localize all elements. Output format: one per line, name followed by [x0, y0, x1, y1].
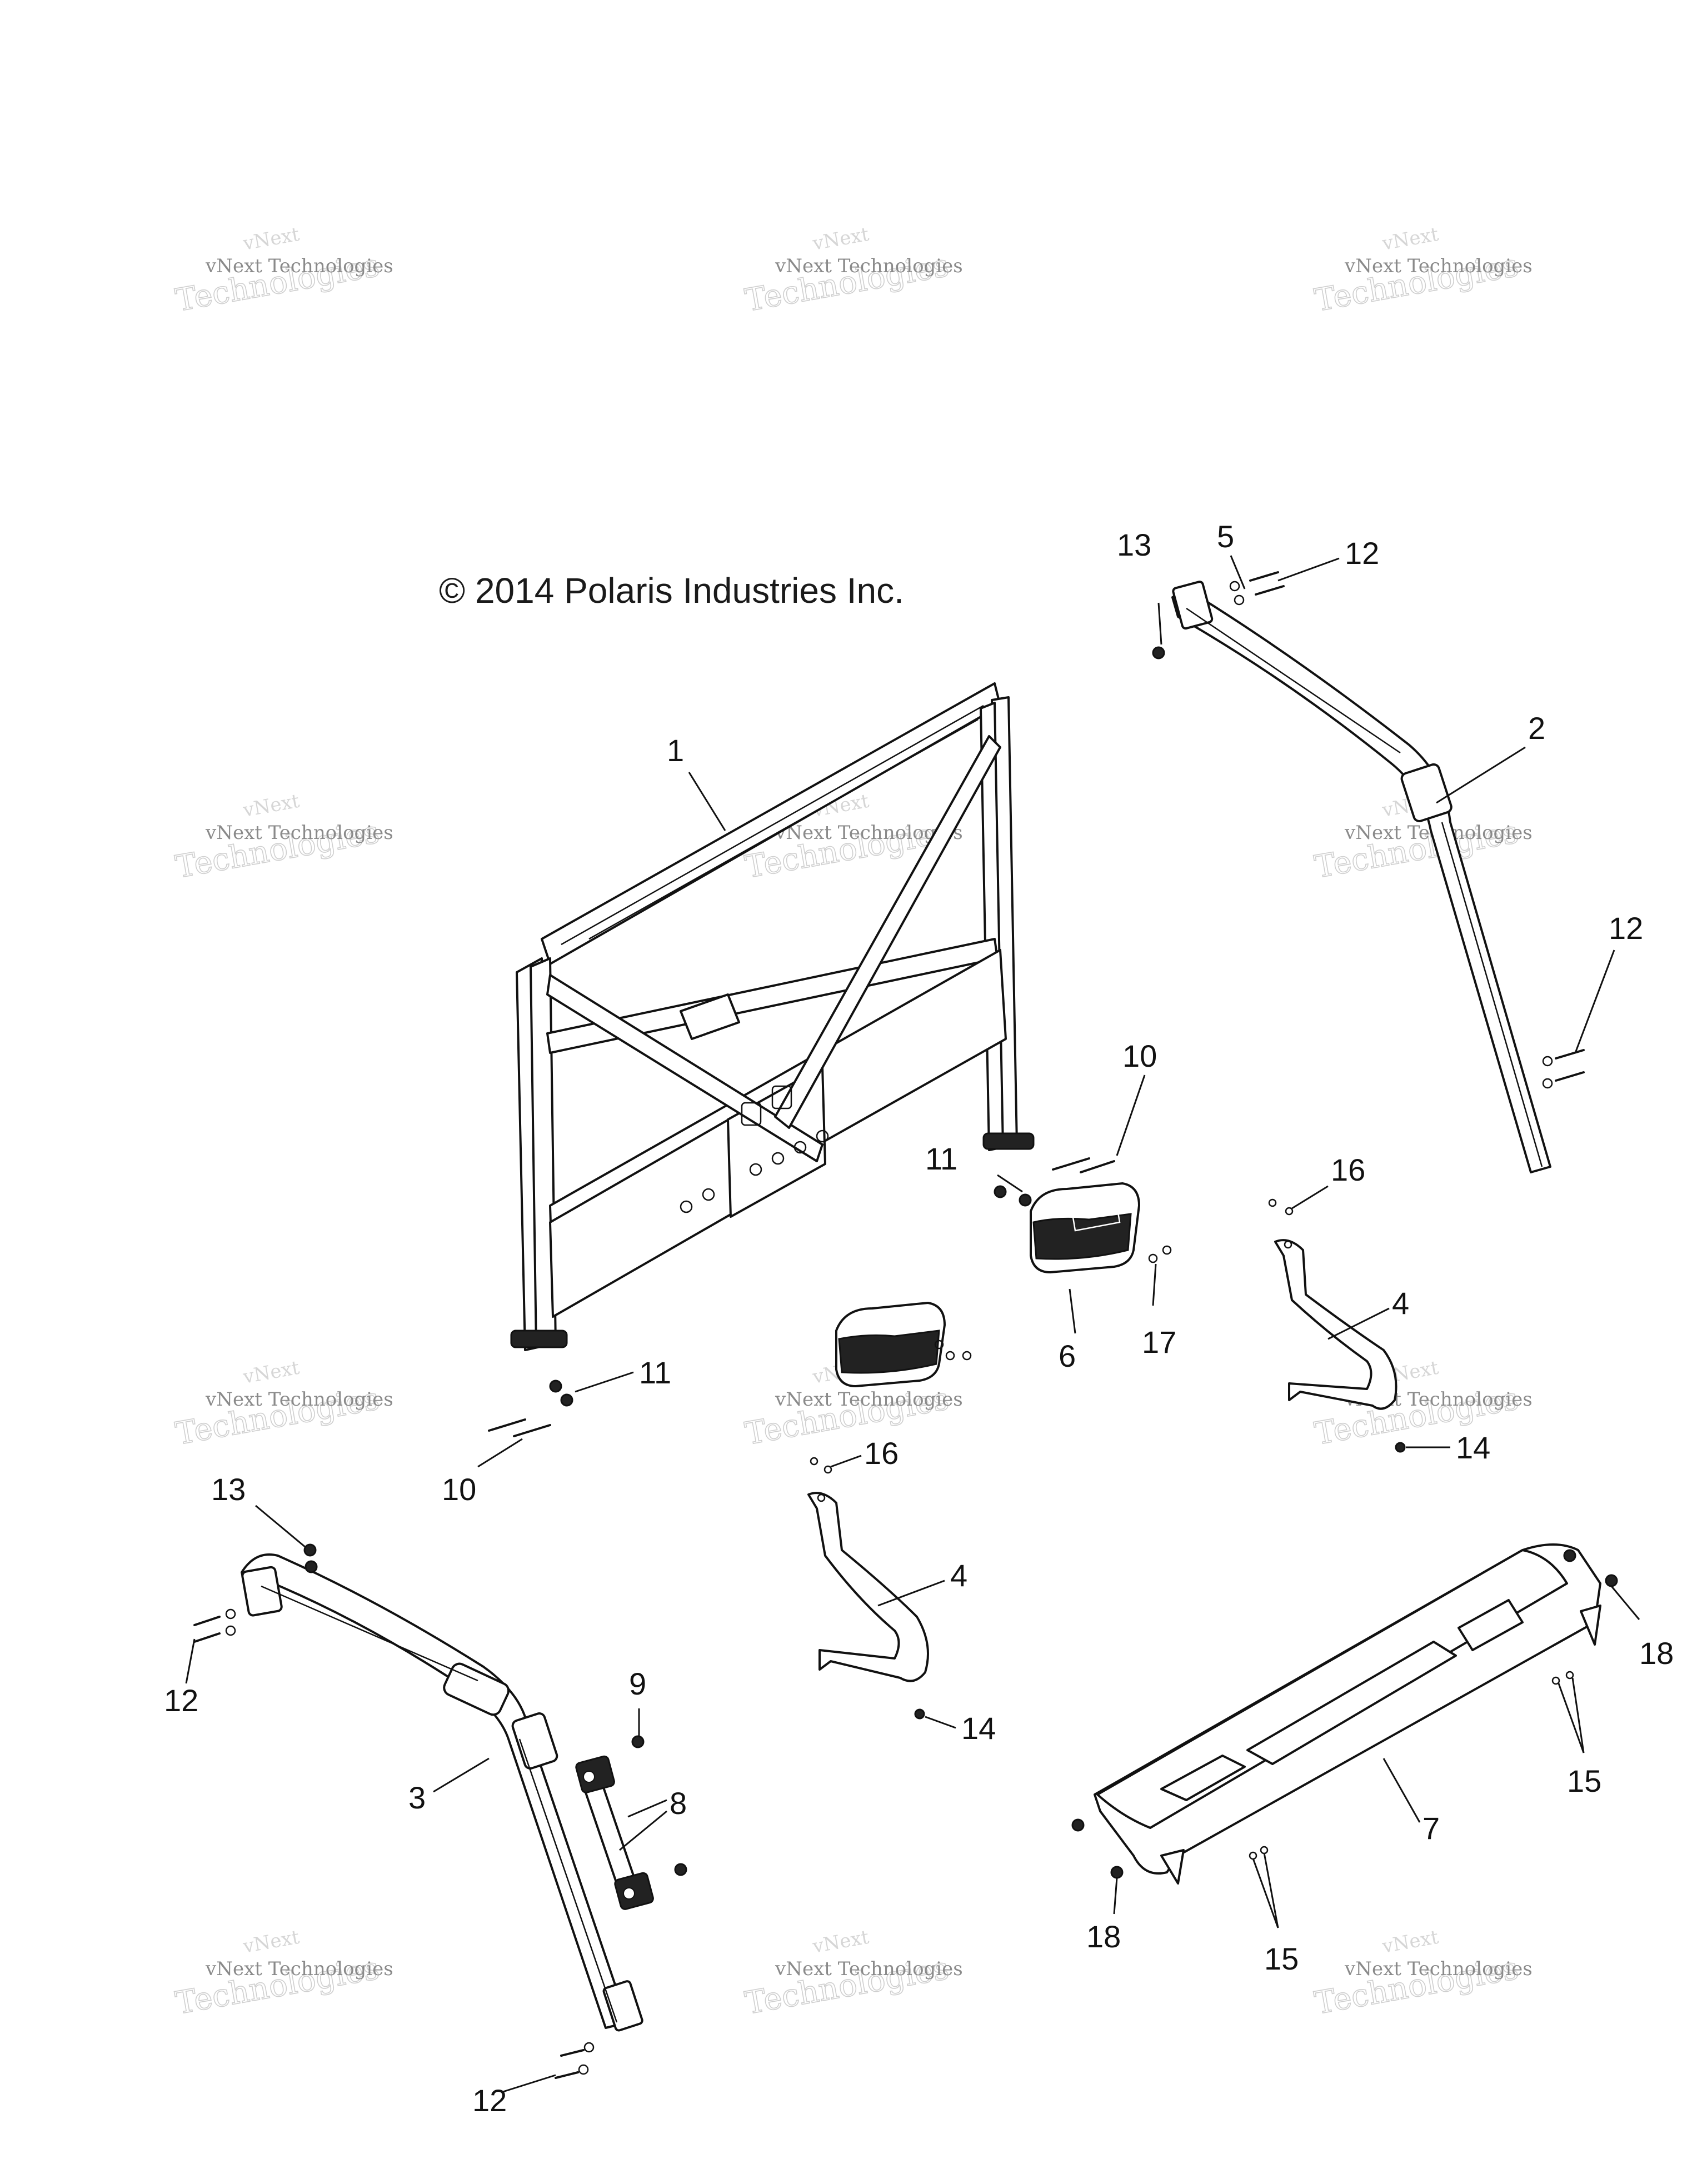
part-4-handle-upper — [1274, 1239, 1397, 1410]
svg-text:vNext Technologies: vNext Technologies — [205, 1958, 393, 1980]
svg-text:vNext: vNext — [811, 1926, 871, 1958]
svg-text:vNext Technologies: vNext Technologies — [775, 1958, 963, 1980]
part-1-rear-frame — [510, 682, 1035, 1351]
svg-text:vNext: vNext — [241, 1357, 302, 1388]
callout-4-upper: 4 — [1392, 1286, 1409, 1321]
callout-9: 9 — [629, 1666, 646, 1701]
callout-6: 6 — [1059, 1338, 1076, 1373]
part-8-strut — [575, 1755, 654, 1910]
watermark-7: Technologies vNext vNext Technologies — [172, 1357, 393, 1453]
callout-10-left: 10 — [442, 1472, 476, 1507]
part-7-rear-panel — [1094, 1543, 1601, 1885]
callout-10-top: 10 — [1122, 1038, 1157, 1073]
copyright-text: © 2014 Polaris Industries Inc. — [439, 571, 904, 611]
part-2-rops-tube-right — [1171, 581, 1551, 1173]
leader-lines — [185, 555, 1640, 2093]
callout-5: 5 — [1217, 519, 1234, 554]
nut-13-top — [1152, 646, 1165, 659]
callout-13-left: 13 — [211, 1472, 246, 1507]
callout-15-right: 15 — [1567, 1763, 1601, 1798]
svg-text:vNext Technologies: vNext Technologies — [775, 1388, 963, 1411]
nut-13-left — [303, 1543, 317, 1557]
callout-17: 17 — [1142, 1325, 1176, 1360]
watermark-1: Technologies vNext vNext Technologies — [172, 223, 393, 319]
svg-text:vNext Technologies: vNext Technologies — [1344, 255, 1533, 277]
callout-16-upper: 16 — [1331, 1152, 1365, 1187]
svg-text:vNext Technologies: vNext Technologies — [205, 822, 393, 844]
svg-text:vNext Technologies: vNext Technologies — [205, 1388, 393, 1411]
svg-text:vNext: vNext — [241, 790, 302, 822]
svg-text:vNext: vNext — [811, 223, 871, 255]
callout-11-top: 11 — [925, 1141, 957, 1176]
part-3-rops-tube-left — [241, 1553, 643, 2032]
watermark-12: Technologies vNext vNext Technologies — [1311, 1926, 1533, 2022]
callout-12-top: 12 — [1345, 536, 1379, 571]
svg-text:vNext Technologies: vNext Technologies — [205, 255, 393, 277]
callout-18-right: 18 — [1639, 1636, 1674, 1671]
watermark-2: Technologies vNext vNext Technologies — [742, 223, 963, 319]
svg-text:vNext: vNext — [1380, 1926, 1441, 1958]
part-4-handle-lower — [807, 1492, 929, 1682]
nut-9b — [674, 1863, 687, 1876]
callout-11-left: 11 — [639, 1355, 671, 1390]
part-6-light-lower — [835, 1302, 946, 1387]
callout-3: 3 — [408, 1780, 426, 1815]
callout-15-left: 15 — [1264, 1941, 1299, 1976]
part-6-light-upper — [1030, 1182, 1140, 1273]
callout-14-upper: 14 — [1456, 1430, 1490, 1465]
callout-13-top: 13 — [1117, 527, 1151, 562]
callout-12-bottom: 12 — [472, 2083, 507, 2118]
callout-12-left: 12 — [164, 1683, 198, 1718]
callout-14-lower: 14 — [961, 1711, 996, 1746]
hardware — [193, 571, 1618, 2079]
watermark-3: Technologies vNext vNext Technologies — [1311, 223, 1533, 319]
svg-text:vNext Technologies: vNext Technologies — [1344, 1958, 1533, 1980]
callout-12-right: 12 — [1609, 911, 1643, 946]
frame-holes — [680, 1085, 829, 1213]
callout-2: 2 — [1528, 711, 1545, 746]
watermark-9: Technologies vNext vNext Technologies — [1311, 1357, 1532, 1453]
callout-labels: 1 2 3 4 4 5 6 7 8 9 10 10 11 11 12 12 12… — [164, 519, 1674, 2118]
callout-8: 8 — [670, 1786, 687, 1821]
callout-18-left: 18 — [1086, 1919, 1121, 1954]
callout-7: 7 — [1422, 1811, 1440, 1846]
svg-text:vNext: vNext — [241, 223, 302, 255]
svg-text:vNext Technologies: vNext Technologies — [775, 255, 963, 277]
callout-16-lower: 16 — [864, 1436, 899, 1471]
nut-9 — [631, 1735, 645, 1748]
callout-4-lower: 4 — [950, 1558, 967, 1593]
watermark-11: Technologies vNext vNext Technologies — [742, 1926, 963, 2022]
callout-1: 1 — [667, 733, 684, 768]
svg-text:vNext: vNext — [241, 1926, 302, 1958]
watermark-4: Technologies vNext vNext Technologies — [172, 790, 393, 886]
watermark-10: Technologies vNext vNext Technologies — [172, 1926, 393, 2022]
svg-text:vNext: vNext — [1380, 223, 1441, 255]
